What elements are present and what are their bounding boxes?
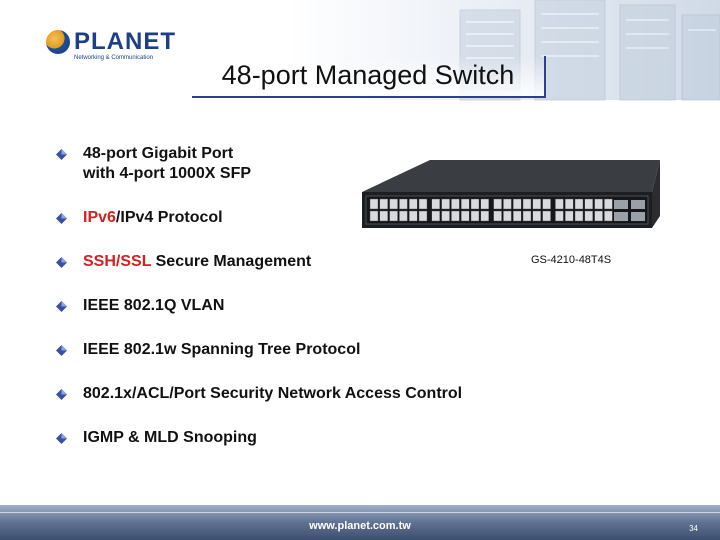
bullet-rest: Secure Management [151,253,312,270]
rj45-port [379,198,388,210]
rj45-port [542,198,551,210]
slide-title: 48-port Managed Switch [221,60,515,90]
rj45-port [503,210,512,222]
bullet-text: 48-port Gigabit Port with 4-port 1000X S… [83,144,251,184]
logo-brand: PLANET [74,28,176,55]
rj45-port [532,198,542,210]
diamond-bullet-icon [56,433,67,444]
bullet-text: SSH/SSL Secure Management [83,252,311,272]
bullet-item: IEEE 802.1Q VLAN [56,296,536,326]
bullet-rest: /IPv4 Protocol [115,209,223,226]
switch-product-image [362,160,660,228]
rj45-port [480,198,490,210]
footer-bar [0,505,720,540]
rj45-port [594,210,603,222]
rj45-port [369,198,379,210]
rj45-port [574,210,584,222]
logo-tagline: Networking & Communication [74,55,154,61]
rj45-port [604,198,613,210]
bullet-text: IEEE 802.1w Spanning Tree Protocol [83,341,361,358]
bullet-line-1: 48-port Gigabit Port [83,145,234,162]
bullet-text: 802.1x/ACL/Port Security Network Access … [83,385,463,402]
rj45-port [451,198,460,210]
footer-divider [0,512,720,513]
rj45-port [503,198,512,210]
diamond-bullet-icon [56,301,67,312]
bullet-item: 802.1x/ACL/Port Security Network Access … [56,384,536,414]
rj45-port [418,210,428,222]
bullet-text: IPv6/IPv4 Protocol [83,208,223,228]
planet-globe-icon [46,30,70,54]
rj45-port [574,198,584,210]
rj45-port [555,210,564,222]
footer-url: www.planet.com.tw [309,520,411,532]
product-model-label: GS-4210-48T4S [531,254,612,266]
rj45-port [493,210,502,222]
diamond-bullet-icon [56,389,67,400]
bullet-highlight: IPv6 [83,209,116,226]
bullet-item: IPv6/IPv4 Protocol [56,208,536,238]
rj45-port [493,198,502,210]
rj45-port [522,198,532,210]
rj45-port [379,210,388,222]
rj45-port [542,210,551,222]
rj45-port [532,210,542,222]
rj45-port [399,210,408,222]
rj45-port [441,210,450,222]
rj45-port [431,210,441,222]
rj45-port [418,198,428,210]
rj45-port [584,210,594,222]
rj45-port [409,210,418,222]
bullet-item: IGMP & MLD Snooping [56,428,536,458]
bullet-item: IEEE 802.1w Spanning Tree Protocol [56,340,536,370]
rj45-port [369,210,379,222]
rj45-port [409,198,418,210]
rj45-port [594,198,603,210]
rj45-port [431,198,441,210]
bullet-item: SSH/SSL Secure Management [56,252,536,282]
rj45-port [389,198,398,210]
rj45-port [512,198,522,210]
rj45-port [555,198,564,210]
bullet-highlight: SSH/SSL [83,253,152,270]
rj45-port [470,198,480,210]
bullet-text: IEEE 802.1Q VLAN [83,297,225,314]
rj45-port [480,210,490,222]
rj45-port [389,210,398,222]
rj45-port [564,198,574,210]
diamond-bullet-icon [56,345,67,356]
rj45-port [460,198,470,210]
diamond-bullet-icon [56,149,67,160]
rj45-port [584,198,594,210]
planet-logo: PLANET Networking & Communication [46,28,196,68]
rj45-port [460,210,470,222]
rj45-port [441,198,450,210]
rj45-port [564,210,574,222]
diamond-bullet-icon [56,213,67,224]
rj45-port [470,210,480,222]
header-banner: PLANET Networking & Communication 48-por… [0,0,720,101]
rj45-port [451,210,460,222]
bullet-line-2: with 4-port 1000X SFP [83,165,252,182]
rj45-port [512,210,522,222]
rj45-port [399,198,408,210]
bullet-item: 48-port Gigabit Port with 4-port 1000X S… [56,144,536,182]
page-number: 34 [689,524,698,533]
server-rack-illustration [459,0,720,101]
title-frame: 48-port Managed Switch [192,56,546,98]
rj45-port [522,210,532,222]
diamond-bullet-icon [56,257,67,268]
rj45-port [604,210,613,222]
bullet-text: IGMP & MLD Snooping [83,429,257,446]
